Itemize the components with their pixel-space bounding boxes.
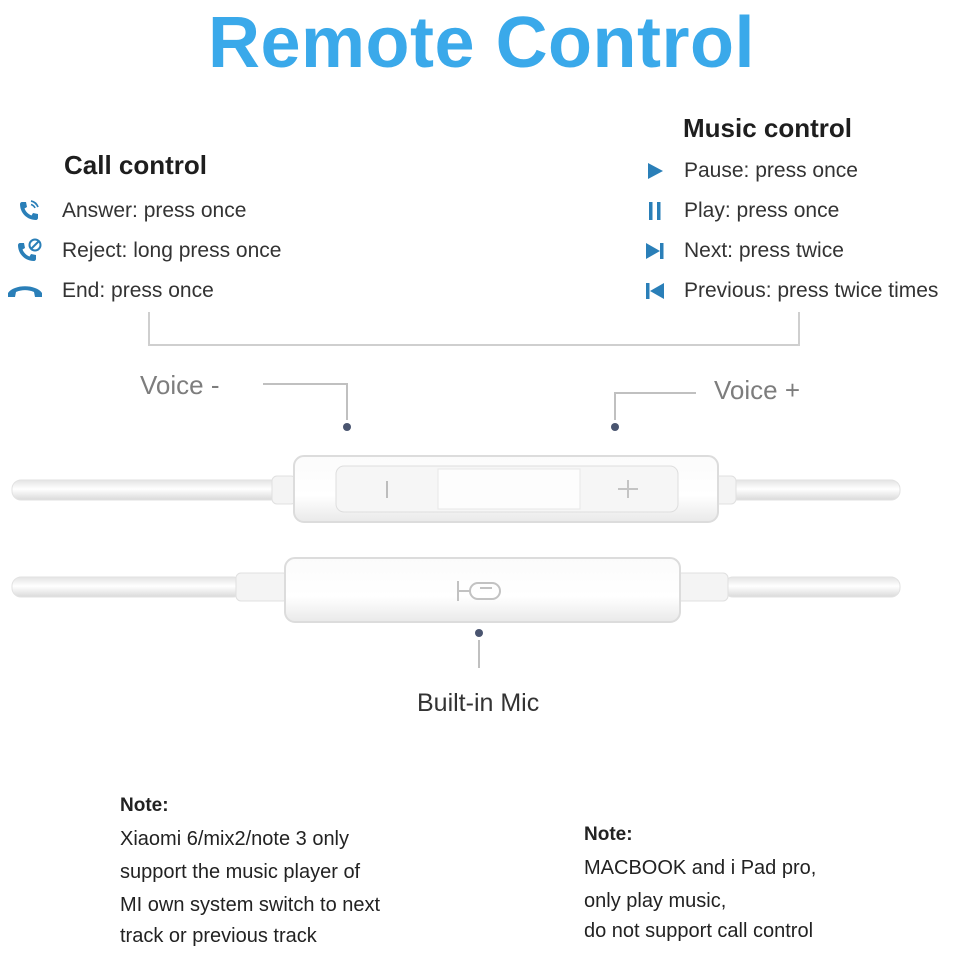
bracket-line	[148, 312, 800, 346]
music-previous-label: Previous: press twice times	[684, 279, 939, 302]
note-right-line: only play music,	[584, 890, 727, 912]
music-next-row: Next: press twice	[640, 238, 844, 264]
note-left: Note: Xiaomi 6/mix2/note 3 only support …	[120, 795, 380, 950]
voice-plus-dot	[611, 423, 619, 431]
note-left-line: support the music player of	[120, 861, 361, 883]
music-play-label: Play: press once	[684, 199, 840, 222]
music-pause-row: Pause: press once	[640, 158, 858, 184]
music-pause-label: Pause: press once	[684, 159, 858, 182]
note-left-line: Xiaomi 6/mix2/note 3 only	[120, 828, 350, 850]
rocker-center	[437, 468, 581, 510]
note-left-heading: Note:	[120, 795, 169, 816]
lower-strain-right	[675, 572, 729, 602]
page-title: Remote Control	[208, 3, 755, 83]
phone-reject-icon	[14, 238, 44, 264]
upper-cable-right	[715, 479, 901, 501]
voice-minus-dot	[343, 423, 351, 431]
lower-strain-left	[235, 572, 289, 602]
voice-plus-label: Voice +	[714, 375, 801, 405]
call-reject-label: Reject: long press once	[62, 239, 282, 262]
built-in-mic-label: Built-in Mic	[417, 689, 540, 717]
pause-icon	[640, 198, 670, 224]
upper-cable-left	[11, 479, 281, 501]
voice-minus-leader	[263, 383, 348, 420]
next-track-icon	[640, 238, 670, 264]
note-left-line: track or previous track	[120, 925, 317, 947]
lower-cable-right	[723, 576, 901, 598]
note-right-line: do not support call control	[584, 920, 814, 942]
voice-plus-leader	[614, 392, 696, 420]
phone-hangup-icon	[6, 278, 44, 304]
music-play-row: Play: press once	[640, 198, 839, 224]
mic-dot	[475, 629, 483, 637]
note-right-line: MACBOOK and i Pad pro,	[584, 857, 817, 879]
call-control-heading: Call control	[64, 150, 208, 180]
call-answer-row: Answer: press once	[14, 198, 246, 224]
phone-answer-icon	[14, 198, 44, 224]
music-control-heading: Music control	[683, 113, 853, 143]
call-end-row: End: press once	[6, 278, 214, 304]
call-reject-row: Reject: long press once	[14, 238, 281, 264]
note-right-heading: Note:	[584, 824, 633, 845]
voice-minus-label: Voice -	[140, 370, 220, 400]
mic-symbol-icon	[457, 581, 501, 601]
mic-remote-body	[284, 557, 681, 623]
music-previous-row: Previous: press twice times	[640, 278, 938, 304]
upper-strain-left	[271, 475, 297, 505]
music-next-label: Next: press twice	[684, 239, 844, 262]
play-icon	[640, 158, 670, 184]
call-end-label: End: press once	[62, 279, 214, 302]
previous-track-icon	[640, 278, 670, 304]
note-left-line: MI own system switch to next	[120, 894, 381, 916]
note-right: Note: MACBOOK and i Pad pro, only play m…	[584, 824, 816, 944]
call-answer-label: Answer: press once	[62, 199, 247, 222]
lower-cable-left	[11, 576, 243, 598]
